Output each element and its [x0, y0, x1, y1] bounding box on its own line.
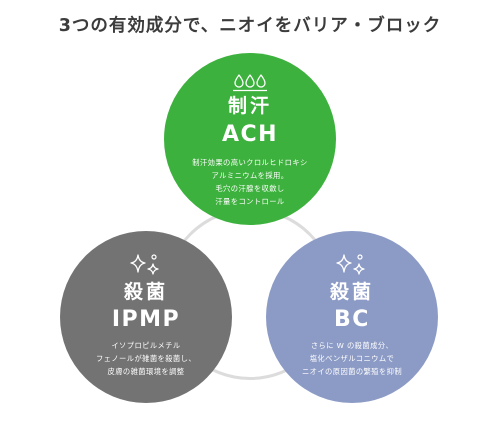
headline: 3つの有効成分で、ニオイをバリア・ブロック — [58, 16, 442, 36]
ach-description-line: 汗量をコントロール — [215, 197, 285, 206]
ipmp-description-line: イソプロピルメチル — [111, 341, 181, 350]
sparkle-icon — [336, 254, 365, 275]
ipmp-category-label: 殺菌 — [123, 281, 168, 303]
ach-name: ACH — [221, 122, 279, 147]
bc-category-label: 殺菌 — [329, 281, 374, 303]
bc-circle: 殺菌 BC さらに W の殺菌成分、 塩化ベンザルコニウムで ニオイの原因菌の繁… — [266, 231, 438, 403]
sweat-drops-icon — [233, 74, 267, 92]
sparkle-icon — [130, 254, 159, 275]
ach-category-label: 制汗 — [227, 95, 272, 117]
ach-description-line: 制汗効果の高いクロルヒドロキシ — [192, 158, 308, 167]
bc-description: さらに W の殺菌成分、 塩化ベンザルコニウムで ニオイの原因菌の繁殖を抑制 — [274, 339, 430, 378]
ach-description-line: アルミニウムを採用。 — [211, 171, 289, 180]
ipmp-name: IPMP — [111, 307, 181, 332]
bc-description-line: 塩化ベンザルコニウムで — [309, 354, 395, 363]
bc-description-line: さらに W の殺菌成分、 — [310, 341, 394, 350]
bc-description-line: ニオイの原因菌の繁殖を抑制 — [301, 367, 403, 376]
ipmp-description: イソプロピルメチル フェノールが雑菌を殺菌し、 皮膚の雑菌環境を調整 — [68, 339, 224, 378]
ipmp-description-line: フェノールが雑菌を殺菌し、 — [95, 354, 197, 363]
ipmp-description-line: 皮膚の雑菌環境を調整 — [107, 367, 185, 376]
bc-name: BC — [334, 307, 370, 332]
ach-description: 制汗効果の高いクロルヒドロキシ アルミニウムを採用。 毛穴の汗腺を収斂し 汗量を… — [172, 156, 328, 208]
ipmp-circle: 殺菌 IPMP イソプロピルメチル フェノールが雑菌を殺菌し、 皮膚の雑菌環境を… — [60, 231, 232, 403]
ach-description-line: 毛穴の汗腺を収斂し — [215, 184, 285, 193]
ach-circle: 制汗 ACH 制汗効果の高いクロルヒドロキシ アルミニウムを採用。 毛穴の汗腺を… — [164, 53, 336, 225]
